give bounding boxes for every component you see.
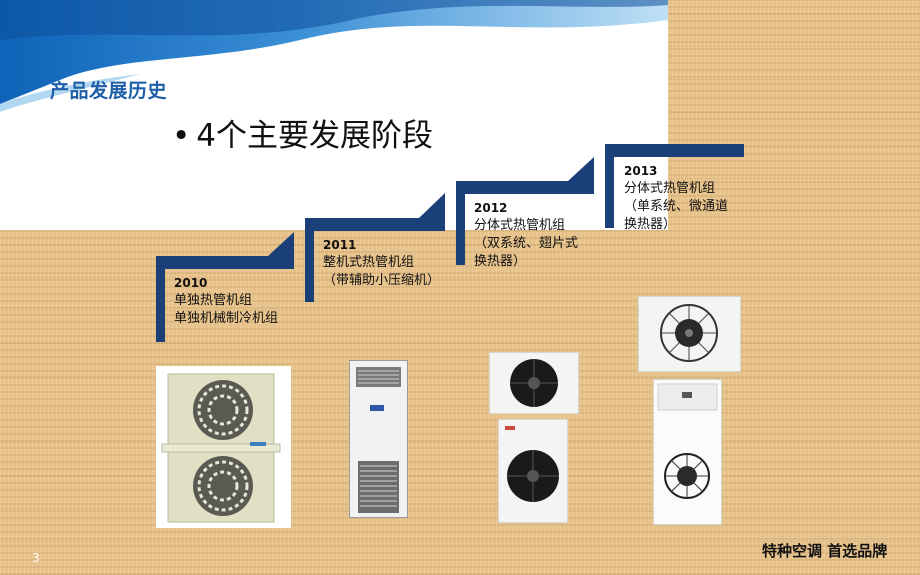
stage-line: （双系统、翅片式 [474, 236, 579, 251]
stage-line: （单系统、微通道 [624, 199, 729, 214]
stage-line: 分体式热管机组 [624, 181, 716, 196]
product-photo-2011 [349, 360, 408, 518]
step-bracket-2013 [605, 144, 744, 228]
step-bracket-2010 [156, 232, 294, 342]
stage-2011: 2011 整机式热管机组 （带辅助小压缩机） [323, 236, 440, 290]
headline-text: 4个主要发展阶段 [196, 118, 434, 154]
stage-2010: 2010 单独热管机组 单独机械制冷机组 [174, 274, 278, 328]
stage-line: 单独热管机组 [174, 293, 253, 308]
header-wave [0, 0, 668, 230]
stage-2013: 2013 分体式热管机组 （单系统、微通道 换热器） [624, 162, 728, 234]
product-photo-2013b [653, 379, 722, 525]
stage-line: 单独机械制冷机组 [174, 311, 279, 326]
stage-line: 换热器） [624, 217, 677, 232]
footer-brand: 特种空调 首选品牌 [762, 542, 888, 560]
product-photo-2012a [489, 352, 579, 414]
step-bracket-2011 [305, 193, 445, 302]
stage-year: 2010 [174, 276, 208, 290]
headline: •4个主要发展阶段 [172, 110, 433, 155]
step-bracket-2012 [456, 157, 594, 265]
stage-year: 2011 [323, 238, 357, 252]
section-title: 产品发展历史 [50, 80, 168, 102]
stage-line: （带辅助小压缩机） [323, 273, 441, 288]
stage-year: 2013 [624, 164, 658, 178]
page-number: 3 [32, 551, 40, 565]
product-photo-2012b [498, 419, 568, 523]
product-photo-2010 [156, 366, 291, 528]
stage-line: 分体式热管机组 [474, 218, 566, 233]
product-photo-2013a [638, 296, 741, 372]
stage-line: 换热器） [474, 254, 527, 269]
stage-year: 2012 [474, 201, 508, 215]
bullet-marker: • [172, 118, 191, 154]
stage-2012: 2012 分体式热管机组 （双系统、翅片式 换热器） [474, 199, 578, 271]
stage-line: 整机式热管机组 [323, 255, 415, 270]
